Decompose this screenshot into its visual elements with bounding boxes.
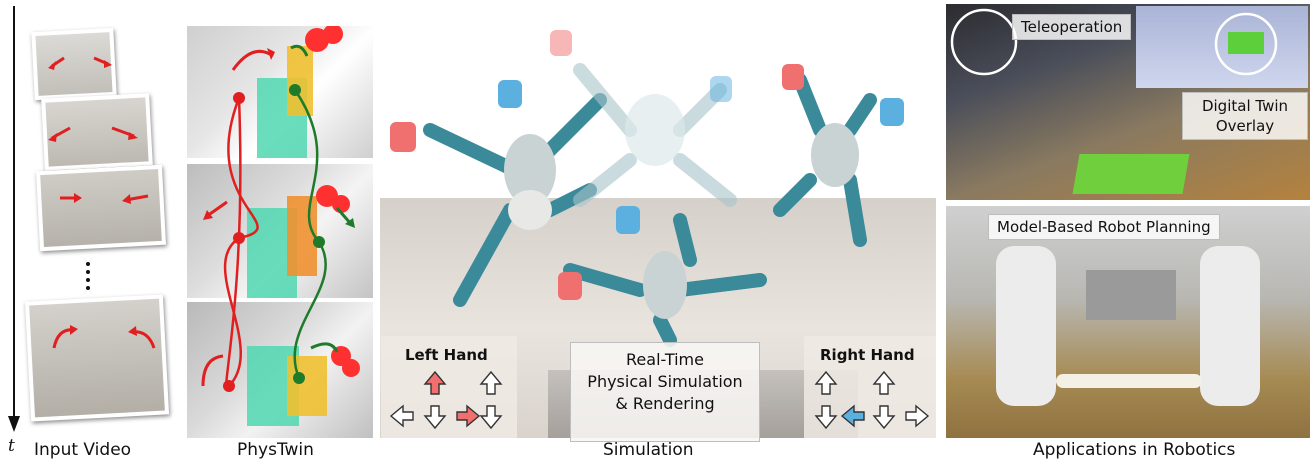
hand-cursor-right-2 xyxy=(710,76,732,102)
hand-cursor-right-1 xyxy=(498,80,522,108)
left-lower-down-arrow xyxy=(479,405,503,430)
right-hand-arrow-keys xyxy=(814,370,930,430)
hand-cursor-right-4 xyxy=(616,206,640,234)
digital-twin-label-line1: Digital Twin xyxy=(1201,97,1289,115)
right-hand-panel: Right Hand xyxy=(804,336,936,438)
right-right-arrow xyxy=(905,404,930,428)
digital-twin-circle xyxy=(1214,12,1278,76)
planning-label: Model-Based Robot Planning xyxy=(988,214,1220,240)
monitor-screen xyxy=(1136,6,1308,88)
left-left-arrow xyxy=(389,404,414,428)
teleoperation-overlay-circles xyxy=(950,8,1278,76)
right-left-arrow-active xyxy=(840,404,865,428)
digital-twin-bag-overlay xyxy=(1228,32,1264,54)
right-up-arrow xyxy=(872,370,896,395)
left-hand-arrow-keys xyxy=(389,370,503,430)
right-lower-left-down-arrow xyxy=(814,405,838,430)
left-down-arrow xyxy=(423,405,447,430)
input-video-arrows xyxy=(48,56,156,349)
left-right-arrow-active xyxy=(456,404,481,428)
caption-phystwin: PhysTwin xyxy=(237,440,314,460)
teleoperation-circle xyxy=(950,8,1018,76)
digital-twin-label-line2: Overlay xyxy=(1215,117,1275,135)
robot-arm-left xyxy=(996,246,1056,406)
rope xyxy=(1056,374,1202,388)
right-down-arrow xyxy=(872,405,896,430)
hand-cursor-right-3 xyxy=(880,98,904,126)
simulation-center-box: Real-Time Physical Simulation & Renderin… xyxy=(570,342,760,442)
simulation-toys xyxy=(390,30,904,347)
center-box-line2: Physical Simulation xyxy=(587,372,743,391)
toy-bottom xyxy=(563,213,767,347)
right-upper-left-arrow xyxy=(814,370,838,395)
phystwin-pointcloud-2 xyxy=(247,185,350,298)
time-axis xyxy=(8,6,20,432)
left-hand-title: Left Hand xyxy=(405,346,488,364)
phystwin-pointcloud-3 xyxy=(247,346,360,426)
toy-center-faded xyxy=(573,63,737,207)
center-box-line3: & Rendering xyxy=(615,394,715,413)
caption-simulation: Simulation xyxy=(603,440,694,460)
robot-planning-photo xyxy=(946,206,1310,438)
left-up-arrow-active xyxy=(423,370,447,395)
robot-arm-right xyxy=(1200,246,1260,406)
hand-cursor-left-4 xyxy=(558,272,582,300)
time-axis-label: t xyxy=(8,436,15,456)
teleoperation-label: Teleoperation xyxy=(1012,14,1132,40)
digital-twin-label: Digital Twin Overlay xyxy=(1182,92,1308,140)
caption-applications: Applications in Robotics xyxy=(1033,440,1236,460)
left-hand-panel: Left Hand xyxy=(381,336,517,438)
left-upper-right-arrow xyxy=(479,370,503,395)
robot-center-mount xyxy=(1086,270,1176,320)
right-hand-title: Right Hand xyxy=(820,346,915,364)
hand-cursor-left-1 xyxy=(390,122,416,152)
caption-input-video: Input Video xyxy=(34,440,132,460)
toy-right xyxy=(773,73,877,247)
phystwin-trajectories xyxy=(201,26,360,426)
ellipsis-dots xyxy=(86,262,90,290)
hand-cursor-left-2 xyxy=(550,30,572,56)
center-box-line1: Real-Time xyxy=(626,350,704,369)
hand-cursor-left-3 xyxy=(782,64,804,90)
